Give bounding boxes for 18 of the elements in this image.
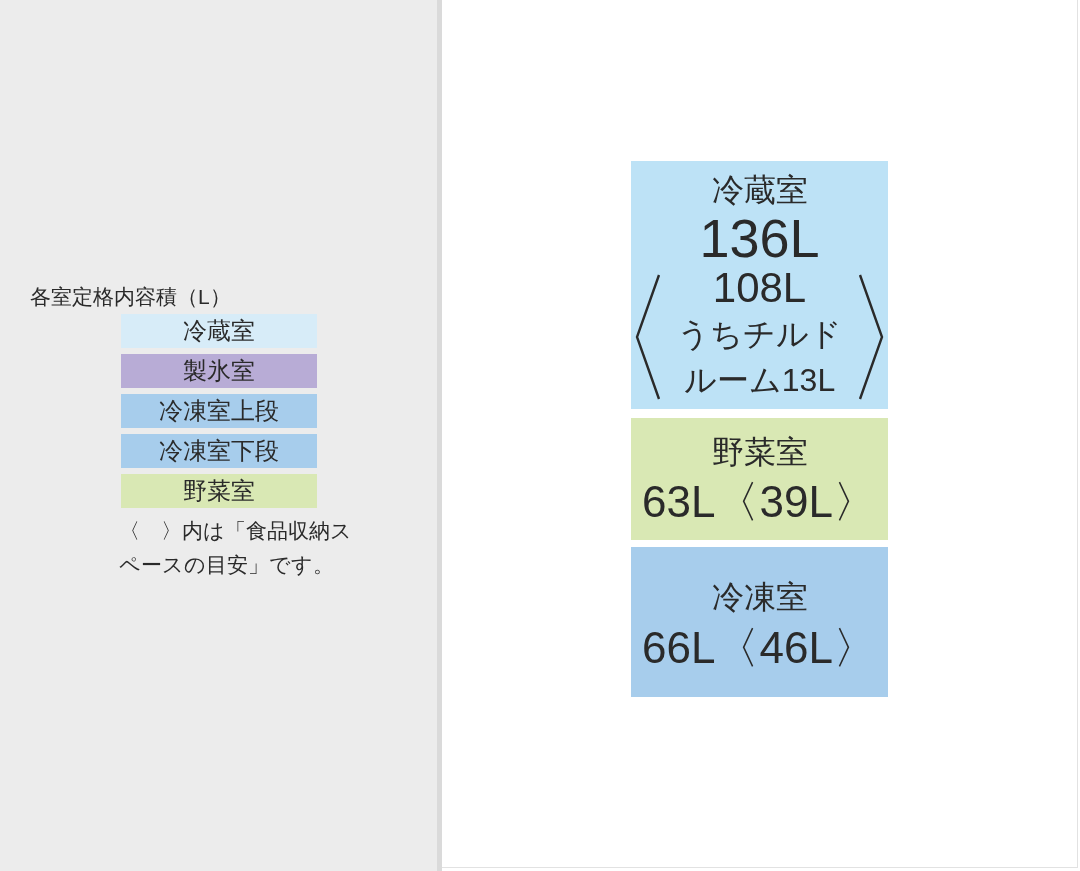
legend-label: 冷凍室下段 bbox=[121, 434, 317, 468]
chilled-room-capacity: うちチルドルーム13L bbox=[676, 315, 843, 400]
compartment-panel bbox=[631, 161, 888, 409]
capacity-value: 63L〈39L〉 bbox=[642, 477, 877, 527]
legend-label: 製氷室 bbox=[121, 354, 317, 388]
legend-label: 冷蔵室 bbox=[121, 314, 317, 348]
compartment-name: 冷凍室 bbox=[711, 578, 808, 616]
legend-label: 野菜室 bbox=[121, 474, 317, 508]
compartment-name: 野菜室 bbox=[711, 433, 808, 471]
note-text: 〈 〉内は「食品収納スペースの目安」です。 bbox=[119, 518, 353, 578]
capacity-value: 66L〈46L〉 bbox=[642, 623, 877, 673]
storage-capacity: 108L bbox=[712, 265, 807, 311]
legend-label: 冷凍室上段 bbox=[121, 394, 317, 428]
legend-heading: 各室定格内容積（L） bbox=[30, 284, 231, 310]
compartment-panel bbox=[631, 418, 888, 540]
capacity-value: 136L bbox=[699, 208, 820, 268]
compartment-name: 冷蔵室 bbox=[711, 171, 808, 209]
compartment-panel bbox=[631, 547, 888, 697]
